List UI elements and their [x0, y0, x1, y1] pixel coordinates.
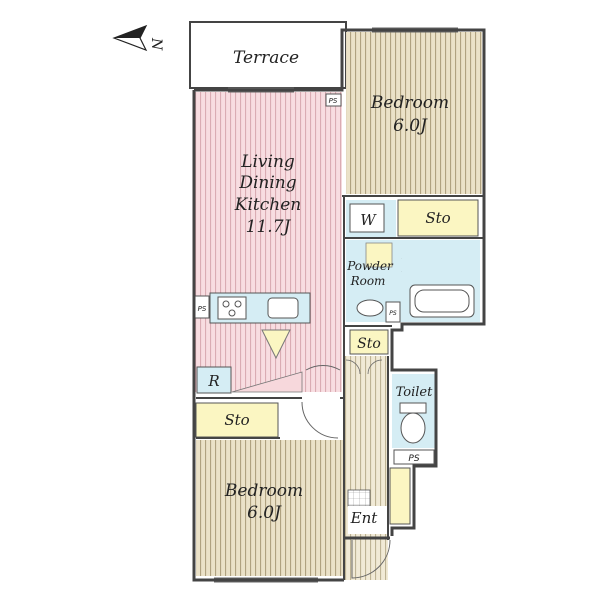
- ldk-door-swing: [305, 364, 341, 371]
- storage-left: [195, 402, 279, 438]
- bedroom-lower-label: Bedroom: [224, 481, 303, 501]
- storage-upper: [397, 199, 479, 237]
- storage-upper-label: Sto: [425, 209, 450, 227]
- kitchen-sink: [267, 297, 299, 319]
- ldk-label-line3: Kitchen: [234, 195, 301, 215]
- compass-north-label: N: [148, 37, 164, 51]
- burner-icon: [228, 309, 236, 317]
- powder-room-label-line2: Room: [350, 274, 386, 288]
- terrace: [189, 21, 347, 89]
- ldk-label-line2: Dining: [238, 173, 296, 193]
- storage-hall-label: Sto: [357, 336, 381, 352]
- ldk-floor-accent: [231, 371, 303, 393]
- ldk-size: 11.7J: [246, 217, 292, 237]
- powder-room-hatch: [365, 242, 393, 268]
- bedroom-lower: [196, 440, 344, 576]
- hall-door-swing: [345, 359, 361, 375]
- shoe-cabinet: [389, 467, 411, 525]
- ldk-label-line1: Living: [240, 152, 295, 172]
- compass: N: [112, 24, 164, 52]
- bedroom-upper: [346, 32, 482, 194]
- washer: [349, 203, 385, 233]
- storage-left-label: Sto: [224, 411, 249, 429]
- entrance-door-swing: [351, 539, 391, 579]
- stove: [217, 296, 247, 320]
- windows: [214, 27, 458, 583]
- hallway: [344, 356, 388, 580]
- washer-label: W: [360, 211, 377, 229]
- powder-room-label-line1: Powder: [346, 259, 394, 273]
- bedroom-upper-size: 6.0J: [393, 116, 428, 136]
- entrance-label: Ent: [350, 509, 379, 527]
- pipe-space-top-label: PS: [329, 97, 338, 105]
- terrace-label: Terrace: [233, 48, 299, 68]
- pipe-space-toilet: [393, 449, 435, 465]
- bedroom-upper-label: Bedroom: [370, 93, 449, 113]
- hall-door-swing: [367, 359, 383, 375]
- toilet-bowl: [400, 412, 426, 444]
- refrigerator: [196, 366, 232, 394]
- toilet-label: Toilet: [396, 385, 433, 400]
- toilet-tank: [399, 402, 427, 414]
- compass-arrow-fill: [114, 26, 146, 38]
- pipe-space-kitchen-label: PS: [198, 305, 207, 313]
- storage-hall: [349, 329, 389, 355]
- pipe-space-toilet-label: PS: [408, 454, 419, 464]
- pipe-space-top: [325, 93, 342, 107]
- living-dining-kitchen: [194, 92, 342, 392]
- bedroom-lower-size: 6.0J: [247, 503, 282, 523]
- walls: [192, 28, 486, 582]
- bathtub-inner: [414, 289, 470, 313]
- wash-basin: [356, 299, 384, 317]
- entrance-tile: [347, 489, 371, 507]
- refrigerator-label: R: [207, 372, 219, 390]
- floor-hatch: [261, 329, 291, 360]
- entrance: [348, 506, 388, 534]
- pipe-space-bath: [385, 301, 401, 323]
- pipe-space-bath-label: PS: [389, 310, 397, 317]
- burner-icon: [222, 300, 230, 308]
- bedroom-door-swing: [301, 401, 339, 439]
- burner-icon: [234, 300, 242, 308]
